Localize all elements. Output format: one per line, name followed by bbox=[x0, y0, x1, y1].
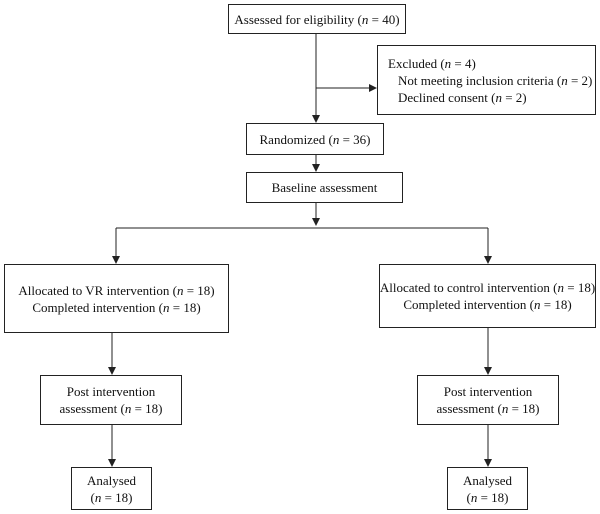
analysed-count: = 18) bbox=[101, 489, 133, 505]
analysed-prefix: ( bbox=[466, 489, 471, 505]
completed-vr-label: Completed intervention (n = 18) bbox=[32, 299, 200, 316]
n-symbol: n bbox=[94, 489, 102, 505]
n-symbol: n bbox=[332, 131, 340, 147]
post-assessment-control-box: Post intervention assessment (n = 18) bbox=[417, 375, 559, 425]
post-prefix: assessment ( bbox=[59, 401, 125, 416]
completed-count: = 18) bbox=[540, 297, 572, 312]
excluded-count: = 4) bbox=[451, 55, 476, 71]
analysed-vr-line2: (n = 18) bbox=[90, 489, 132, 506]
allocated-prefix: Allocated to VR intervention ( bbox=[18, 282, 177, 298]
post-prefix: assessment ( bbox=[436, 401, 502, 416]
allocated-count: = 18) bbox=[563, 280, 596, 295]
post-assessment-vr-box: Post intervention assessment (n = 18) bbox=[40, 375, 182, 425]
post-vr-line1: Post intervention bbox=[66, 384, 156, 399]
completed-prefix: Completed intervention ( bbox=[403, 297, 535, 312]
n-symbol: n bbox=[361, 11, 369, 27]
excluded-box: Excluded (n = 4) Not meeting inclusion c… bbox=[377, 45, 596, 115]
allocated-prefix: Allocated to control intervention ( bbox=[379, 280, 558, 295]
allocated-count: = 18) bbox=[183, 282, 215, 298]
analysed-control-line2: (n = 18) bbox=[466, 489, 508, 506]
n-symbol: n bbox=[470, 489, 478, 505]
analysed-count: = 18) bbox=[477, 489, 509, 505]
allocation-vr-box: Allocated to VR intervention (n = 18) Co… bbox=[4, 264, 229, 333]
excluded-reason-label: Not meeting inclusion criteria ( bbox=[398, 72, 562, 88]
allocated-control-label: Allocated to control intervention (n = 1… bbox=[380, 279, 595, 296]
excluded-reason-consent: Declined consent (n = 2) bbox=[388, 89, 527, 106]
baseline-box: Baseline assessment bbox=[246, 172, 403, 203]
n-symbol: n bbox=[124, 401, 132, 416]
eligibility-box: Assessed for eligibility (n = 40) bbox=[228, 4, 406, 34]
randomized-box: Randomized (n = 36) bbox=[246, 123, 384, 155]
post-control-line1: Post intervention bbox=[443, 384, 533, 399]
analysed-prefix: ( bbox=[90, 489, 95, 505]
randomized-label: Randomized (n = 36) bbox=[260, 131, 371, 148]
excluded-title: Excluded (n = 4) bbox=[388, 55, 476, 72]
eligibility-label: Assessed for eligibility (n = 40) bbox=[234, 11, 399, 28]
post-control-line2: assessment (n = 18) bbox=[436, 400, 539, 417]
completed-count: = 18) bbox=[169, 299, 201, 315]
n-symbol: n bbox=[163, 299, 170, 315]
post-count: = 18) bbox=[131, 401, 163, 416]
eligibility-count: = 40) bbox=[368, 11, 400, 27]
allocated-vr-label: Allocated to VR intervention (n = 18) bbox=[18, 282, 214, 299]
n-symbol: n bbox=[534, 297, 541, 312]
excluded-reason-count: = 2) bbox=[567, 72, 593, 88]
n-symbol: n bbox=[444, 55, 452, 71]
analysed-control-box: Analysed (n = 18) bbox=[447, 467, 528, 510]
n-symbol: n bbox=[561, 72, 568, 88]
n-symbol: n bbox=[501, 401, 509, 416]
excluded-reason-label: Declined consent ( bbox=[398, 89, 496, 105]
completed-prefix: Completed intervention ( bbox=[32, 299, 164, 315]
completed-control-label: Completed intervention (n = 18) bbox=[403, 296, 571, 313]
eligibility-prefix: Assessed for eligibility ( bbox=[234, 11, 362, 27]
excluded-reason-inclusion: Not meeting inclusion criteria (n = 2) bbox=[388, 72, 592, 89]
excluded-reason-count: = 2) bbox=[501, 89, 527, 105]
analysed-vr-box: Analysed (n = 18) bbox=[71, 467, 152, 510]
baseline-label: Baseline assessment bbox=[271, 180, 378, 195]
n-symbol: n bbox=[557, 280, 564, 295]
randomized-count: = 36) bbox=[339, 131, 371, 147]
excluded-title-prefix: Excluded ( bbox=[388, 55, 445, 71]
post-count: = 18) bbox=[508, 401, 540, 416]
n-symbol: n bbox=[176, 282, 184, 298]
n-symbol: n bbox=[495, 89, 502, 105]
analysed-control-line1: Analysed bbox=[462, 472, 513, 488]
analysed-vr-line1: Analysed bbox=[86, 472, 137, 488]
post-vr-line2: assessment (n = 18) bbox=[59, 400, 162, 417]
allocation-control-box: Allocated to control intervention (n = 1… bbox=[379, 264, 596, 328]
randomized-prefix: Randomized ( bbox=[259, 131, 333, 147]
